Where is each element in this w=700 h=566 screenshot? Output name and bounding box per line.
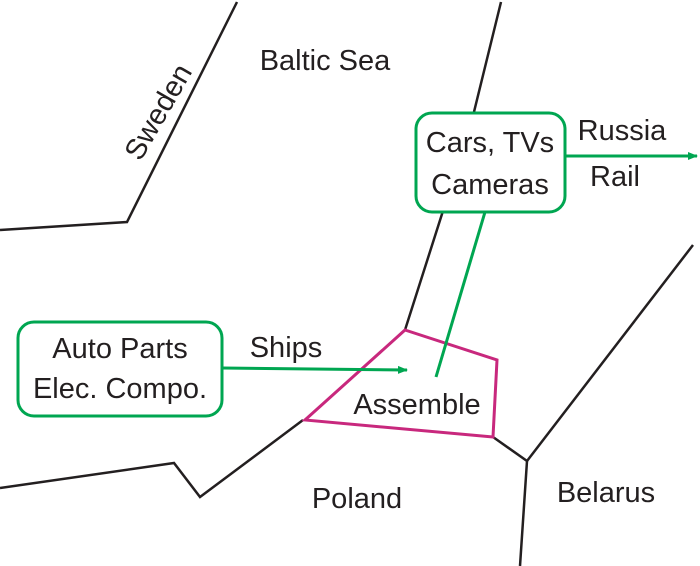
- assemble-label: Assemble: [353, 389, 480, 421]
- import-components-box: [16, 320, 224, 418]
- baltic-sea-label: Baltic Sea: [260, 45, 391, 77]
- ships-label: Ships: [250, 332, 323, 364]
- export-box-line2: Cameras: [431, 169, 549, 201]
- ships-arrow: [221, 365, 408, 374]
- export-products-box: [414, 111, 567, 214]
- export-box-line1: Cars, TVs: [426, 127, 554, 159]
- sweden-coastline: [0, 1, 239, 232]
- rail-label: Rail: [590, 161, 640, 193]
- rail-route-line: [434, 211, 487, 378]
- poland-border: [0, 418, 304, 499]
- import-box-line2: Elec. Compo.: [33, 373, 207, 405]
- poland-belarus-border: [492, 435, 529, 566]
- assembly-zone: [301, 328, 499, 439]
- belarus-border: [526, 244, 694, 462]
- import-box-line1: Auto Parts: [52, 333, 187, 365]
- belarus-label: Belarus: [557, 477, 655, 509]
- russia-label: Russia: [578, 115, 668, 147]
- sweden-label: Sweden: [119, 59, 199, 166]
- poland-label: Poland: [312, 483, 402, 515]
